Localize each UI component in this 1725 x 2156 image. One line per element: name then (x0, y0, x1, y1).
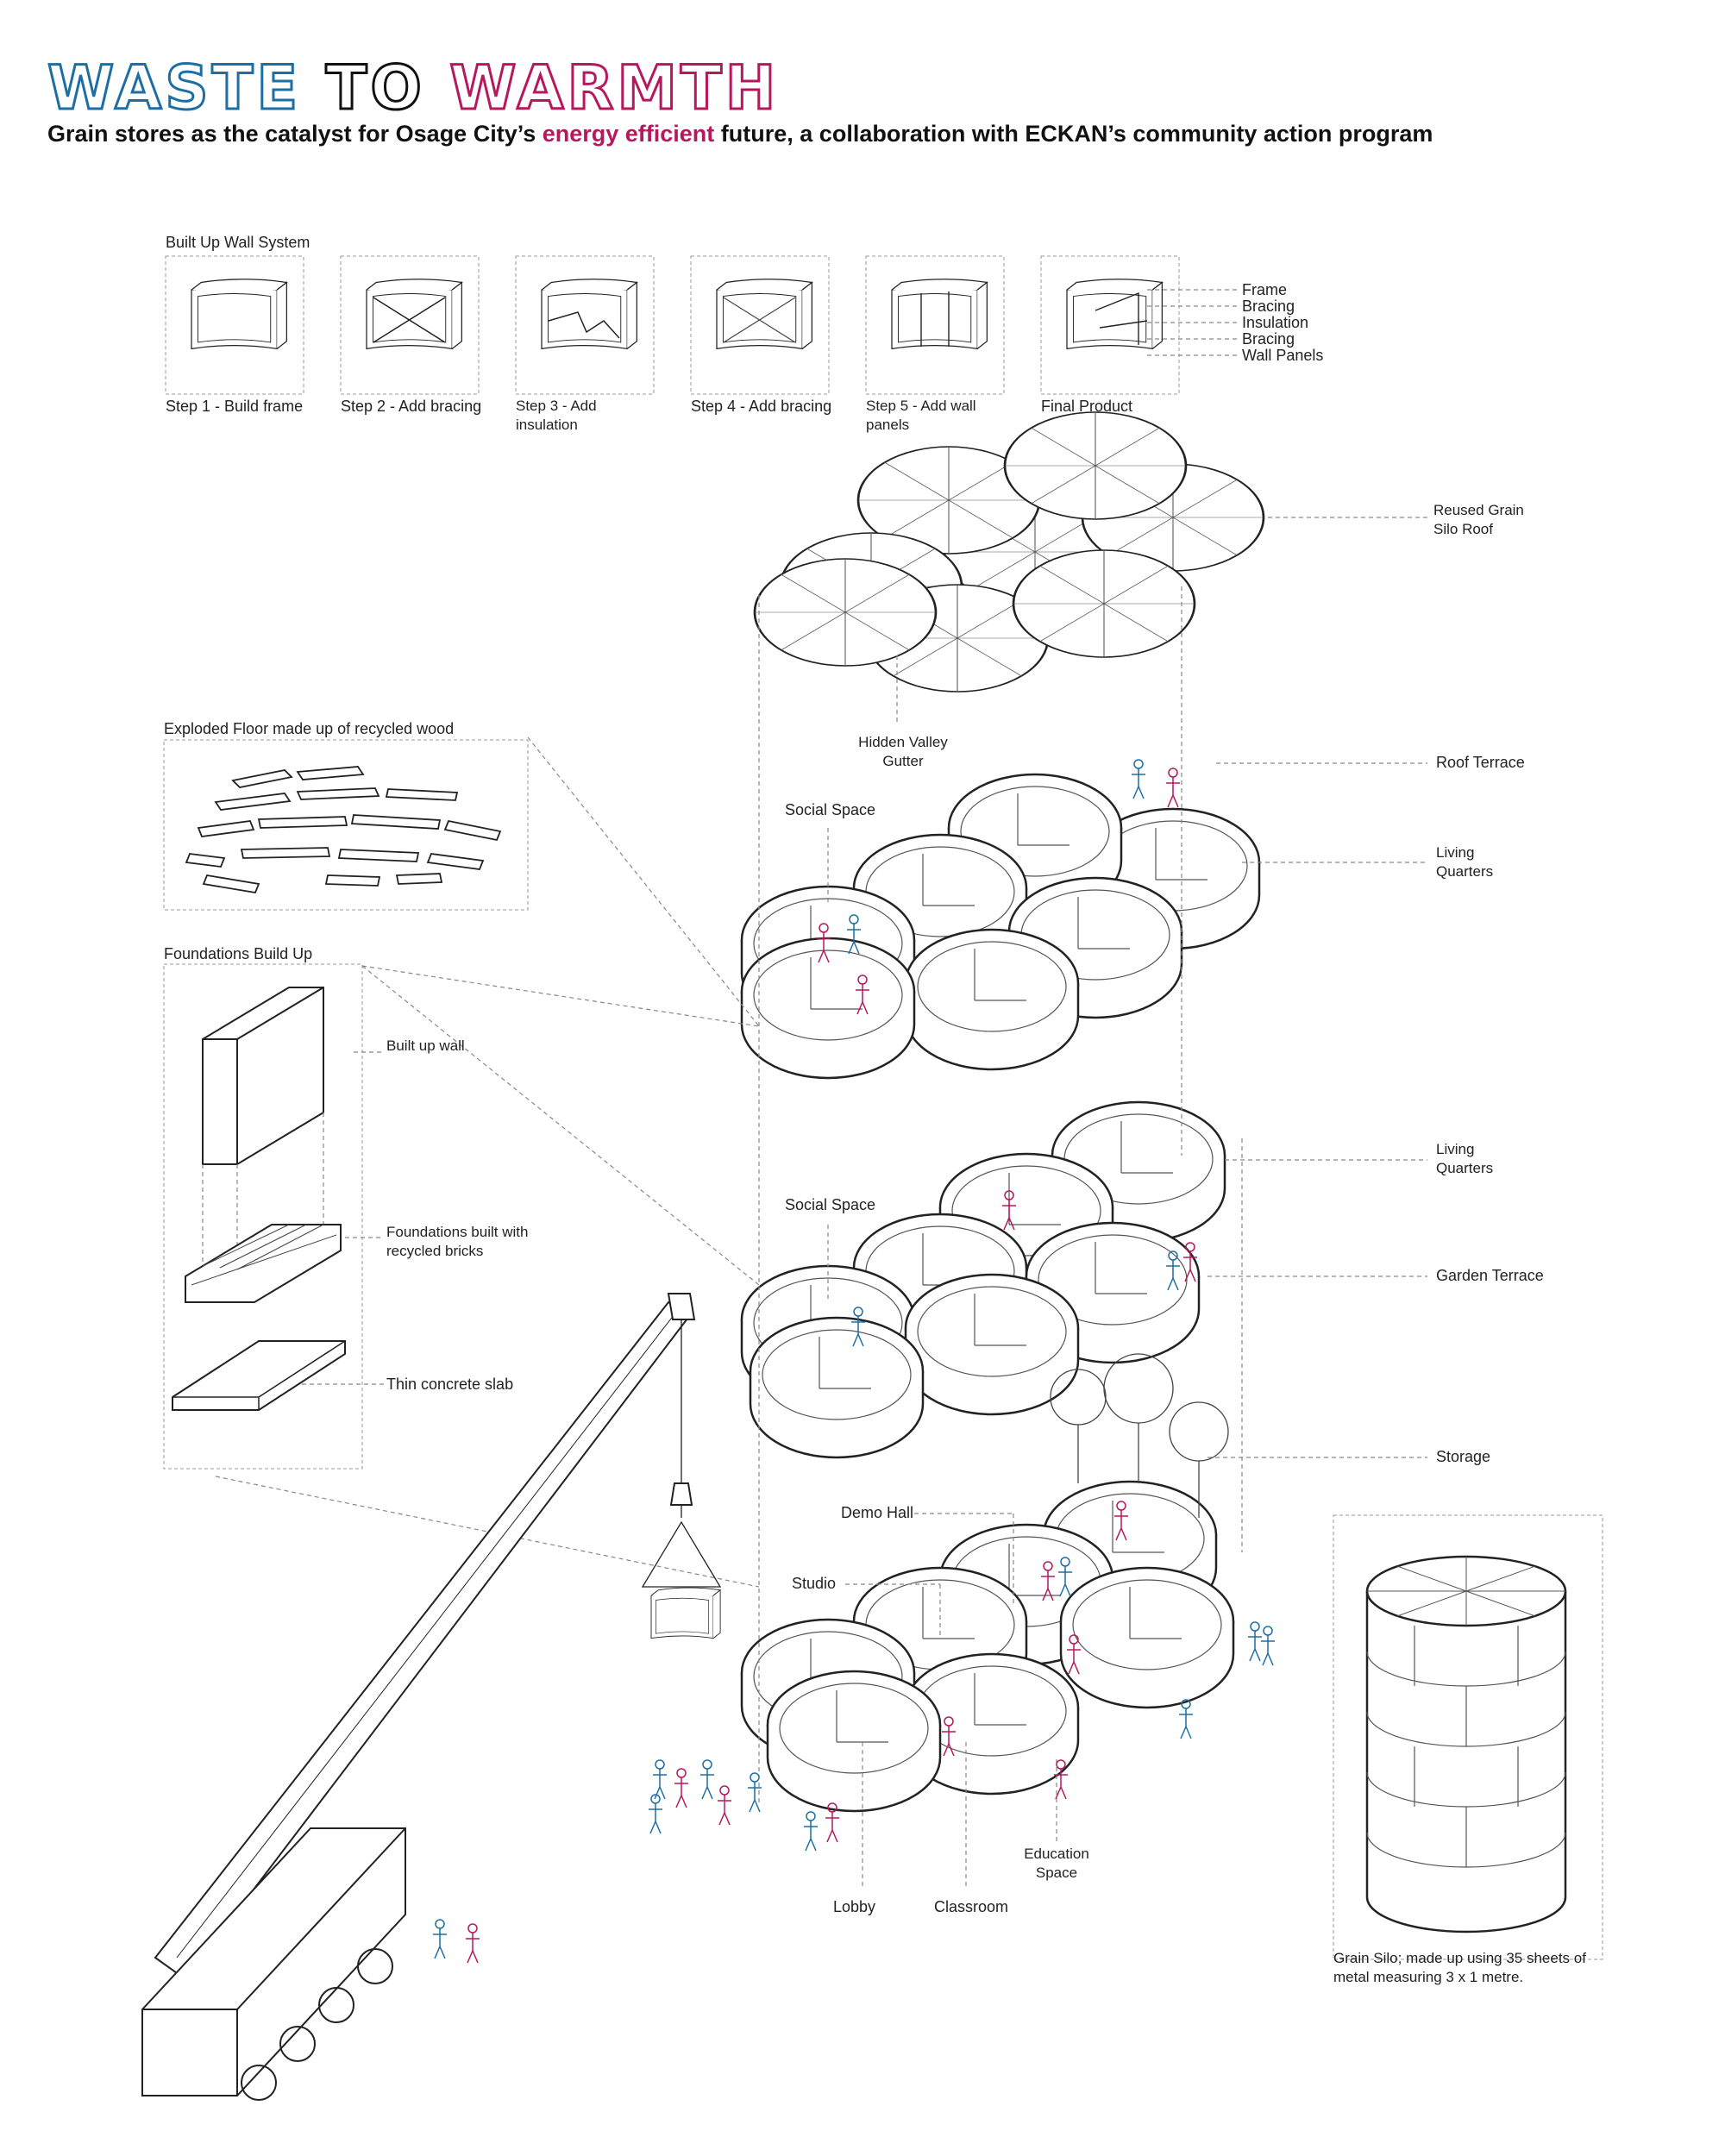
label-social-space-upper: Social Space (785, 801, 876, 818)
foundations-detail (163, 963, 363, 1470)
label-garden-terrace: Garden Terrace (1436, 1267, 1544, 1284)
silo-caption: Grain Silo; made up using 35 sheets of m… (1333, 1950, 1586, 1985)
foundations-label-bricks: Foundations built with recycled bricks (386, 1224, 529, 1259)
label-lobby: Lobby (833, 1898, 876, 1915)
layer-label-frame: Frame (1242, 281, 1288, 298)
label-living-quarters-upper: Living Quarters (1436, 844, 1494, 880)
wall-system-heading: Built Up Wall System (166, 234, 310, 251)
wall-step-4 (690, 255, 830, 395)
label-studio: Studio (792, 1575, 837, 1592)
floor-detail-heading: Exploded Floor made up of recycled wood (164, 720, 455, 737)
layer-label-bracing-2: Bracing (1242, 330, 1295, 348)
grain-silo (1333, 1514, 1603, 1960)
layer-label-bracing-1: Bracing (1242, 298, 1295, 315)
label-roof-terrace: Roof Terrace (1436, 754, 1525, 771)
wall-step-label-1: Step 1 - Build frame (166, 398, 304, 415)
exploded-floor-detail (163, 739, 529, 911)
layer-label-wall-panels: Wall Panels (1242, 347, 1324, 364)
wall-step-label-2: Step 2 - Add bracing (341, 398, 482, 415)
wall-step-5 (865, 255, 1005, 395)
wall-step-label-3: Step 3 - Add insulation (516, 398, 597, 433)
crane (141, 1293, 722, 2101)
label-gutter: Hidden Valley Gutter (858, 734, 948, 769)
wall-system-boxes (165, 255, 1238, 395)
label-demo-hall: Demo Hall (841, 1504, 914, 1521)
foundations-label-slab: Thin concrete slab (386, 1376, 514, 1393)
subtitle-part-a: Grain stores as the catalyst for Osage C… (47, 121, 543, 147)
wall-final-product (1040, 255, 1238, 395)
label-education-space: Education Space (1024, 1846, 1089, 1881)
label-storage: Storage (1436, 1448, 1491, 1465)
storage-trees (1050, 1353, 1229, 1518)
wall-step-label-4: Step 4 - Add bracing (691, 398, 832, 415)
title-word-2: TO (324, 53, 425, 124)
wall-step-label-final: Final Product (1041, 398, 1133, 415)
subtitle-part-b: future, a collaboration with ECKAN’s com… (714, 121, 1433, 147)
wall-step-3 (515, 255, 655, 395)
title-word-3: WARMTH (448, 53, 780, 124)
label-roof: Reused Grain Silo Roof (1433, 502, 1524, 537)
construction-lines (758, 586, 1243, 1802)
silo-roof (753, 411, 1265, 693)
layer-label-insulation: Insulation (1242, 314, 1309, 331)
label-living-quarters-middle: Living Quarters (1436, 1141, 1494, 1176)
wall-step-2 (340, 255, 480, 395)
label-leaders (215, 517, 1427, 1889)
poster-subtitle: Grain stores as the catalyst for Osage C… (47, 121, 1433, 147)
foundations-label-wall: Built up wall (386, 1037, 465, 1054)
title-word-1: WASTE (46, 53, 302, 124)
poster-title: WASTE TO WARMTH (46, 53, 780, 124)
subtitle-highlight: energy efficient (542, 121, 715, 147)
middle-floor (740, 1100, 1226, 1459)
label-social-space-middle: Social Space (785, 1196, 876, 1213)
foundations-heading: Foundations Build Up (164, 945, 313, 962)
label-classroom: Classroom (934, 1898, 1009, 1915)
ground-floor (740, 1480, 1235, 1813)
wall-step-1 (165, 255, 304, 395)
wall-step-label-5: Step 5 - Add wall panels (866, 398, 976, 433)
